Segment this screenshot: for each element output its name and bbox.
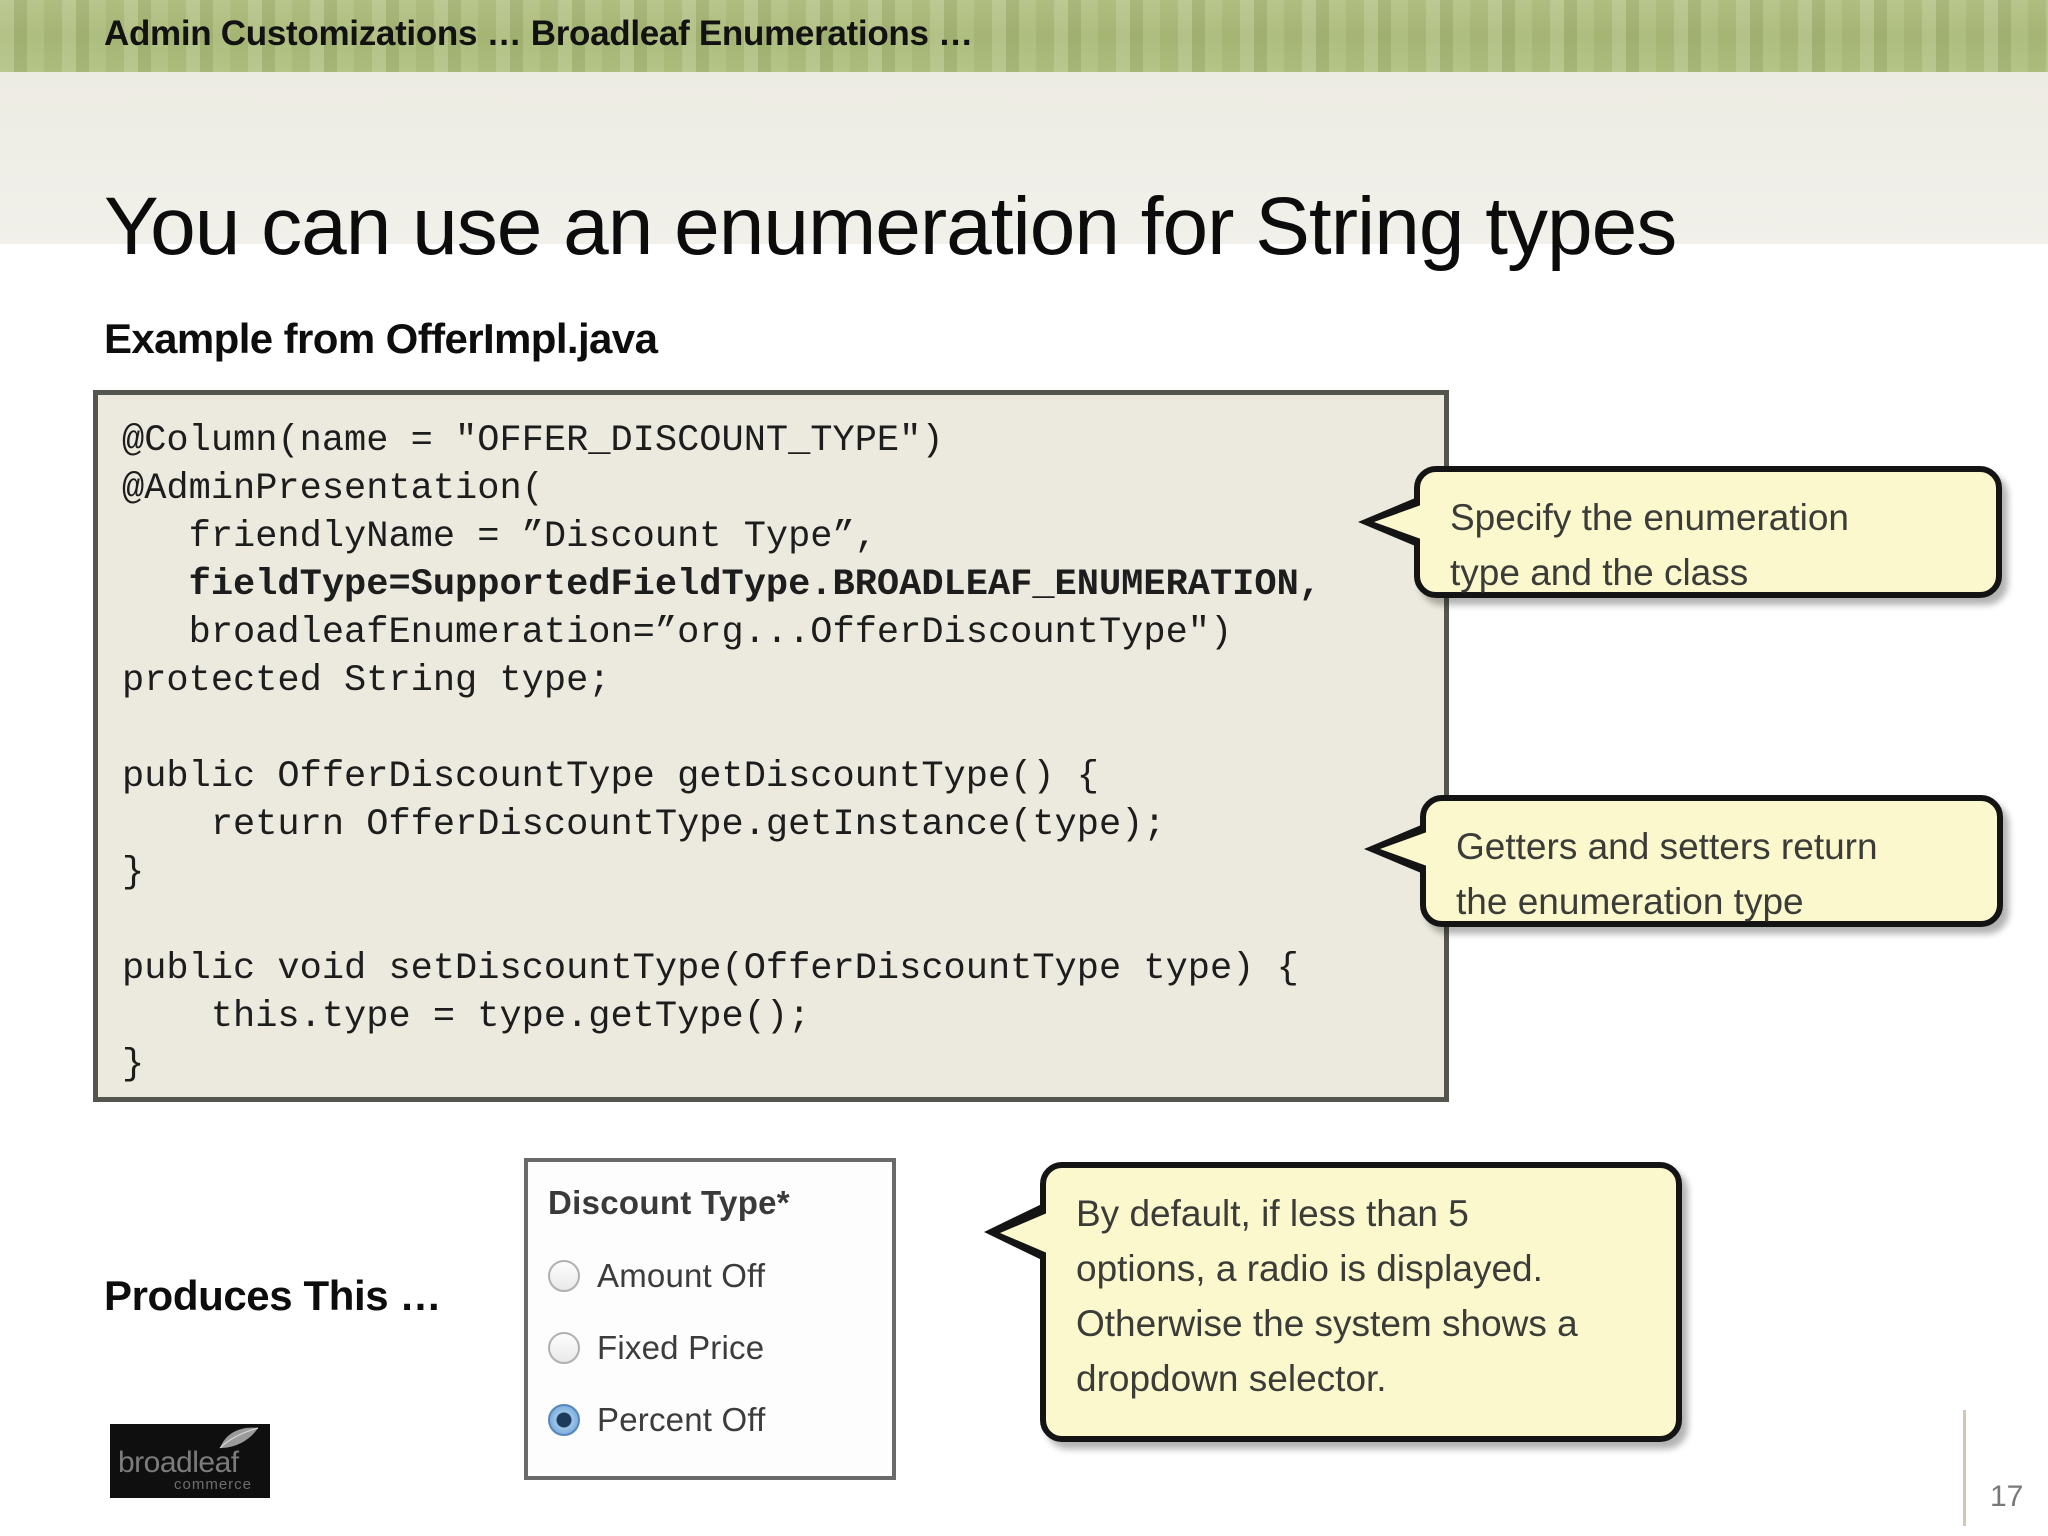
page-number: 17 <box>1990 1480 2024 1513</box>
callout-line: type and the class <box>1450 552 1749 593</box>
callout-line: dropdown selector. <box>1076 1358 1387 1399</box>
callout-specify-enumeration: Specify the enumeration type and the cla… <box>1358 466 2002 598</box>
radio-option-label: Percent Off <box>597 1401 766 1438</box>
callout-tail-fill-icon <box>1380 832 1427 866</box>
logo-wordmark: broadleaf <box>118 1446 239 1479</box>
leaf-icon <box>219 1427 259 1449</box>
discount-type-radio-group[interactable]: Discount Type* Amount Off Fixed Price Pe… <box>524 1158 896 1480</box>
radio-option-label: Fixed Price <box>597 1329 765 1366</box>
callout-line: Specify the enumeration <box>1450 497 1850 538</box>
callout-radio-vs-dropdown: By default, if less than 5 options, a ra… <box>984 1162 1682 1442</box>
code-block: @Column(name = "OFFER_DISCOUNT_TYPE") @A… <box>93 390 1449 1102</box>
broadleaf-commerce-logo: broadleaf commerce <box>110 1424 270 1498</box>
title-band: You can use an enumeration for String ty… <box>0 72 2048 270</box>
callout-line: Getters and setters return <box>1456 826 1878 867</box>
radio-option-amount-off[interactable]: Amount Off <box>548 1240 892 1312</box>
callout-line: Otherwise the system shows a <box>1076 1303 1578 1344</box>
radio-option-fixed-price[interactable]: Fixed Price <box>548 1312 892 1384</box>
callout-getters-setters: Getters and setters return the enumerati… <box>1364 795 2003 927</box>
callout-line: options, a radio is displayed. <box>1076 1248 1543 1289</box>
radio-option-label: Amount Off <box>597 1257 766 1294</box>
callout-tail-fill-icon <box>1000 1213 1047 1253</box>
radio-group-label: Discount Type* <box>548 1184 790 1221</box>
breadcrumb: Admin Customizations … Broadleaf Enumera… <box>104 14 973 53</box>
example-heading: Example from OfferImpl.java <box>104 315 658 362</box>
callout-tail-fill-icon <box>1374 505 1421 539</box>
radio-button-selected-icon[interactable] <box>548 1404 580 1436</box>
top-accent-band: Admin Customizations … Broadleaf Enumera… <box>0 0 2048 72</box>
code-listing: @Column(name = "OFFER_DISCOUNT_TYPE") @A… <box>122 420 1321 1086</box>
callout-line: the enumeration type <box>1456 881 1804 922</box>
radio-button-icon[interactable] <box>548 1260 580 1292</box>
produces-heading: Produces This … <box>104 1272 442 1319</box>
radio-option-percent-off[interactable]: Percent Off <box>548 1384 892 1456</box>
callout-line: By default, if less than 5 <box>1076 1193 1469 1234</box>
logo-subtext: commerce <box>174 1476 253 1493</box>
page-title: You can use an enumeration for String ty… <box>104 181 1677 272</box>
footer-divider <box>1963 1410 1966 1526</box>
radio-button-icon[interactable] <box>548 1332 580 1364</box>
